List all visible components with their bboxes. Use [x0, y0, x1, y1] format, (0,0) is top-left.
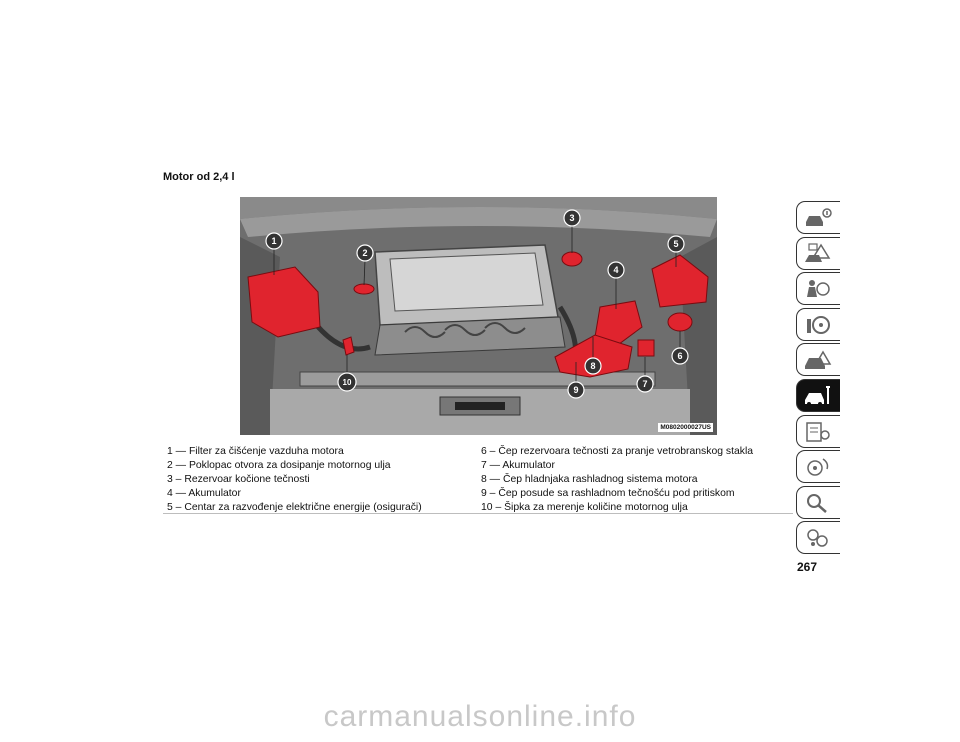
legend-left: 1 — Filter za čišćenje vazduha motora 2 … — [167, 445, 422, 515]
multimedia-icon — [807, 458, 829, 476]
tab-language[interactable] — [796, 521, 840, 555]
svg-text:4: 4 — [613, 265, 618, 275]
svg-text:2: 2 — [362, 248, 367, 258]
tab-maintenance[interactable] — [796, 414, 840, 448]
tab-service[interactable] — [796, 378, 840, 412]
callout-10: 10 — [337, 372, 357, 392]
legend-right: 6 – Čep rezervoara tečnosti za pranje ve… — [481, 445, 753, 515]
tab-safety[interactable] — [796, 272, 840, 306]
index-search-icon — [807, 493, 827, 513]
svg-text:3: 3 — [569, 213, 574, 223]
watermark: carmanualsonline.info — [323, 700, 637, 733]
chapter-tabs — [796, 201, 842, 557]
svg-text:10: 10 — [343, 378, 352, 387]
legend-item: 6 – Čep rezervoara tečnosti za pranje ve… — [481, 446, 754, 457]
tab-index[interactable] — [796, 485, 840, 519]
callout-9: 9 — [567, 381, 585, 399]
car-service-icon — [805, 385, 830, 406]
dipstick-highlight — [342, 336, 355, 356]
page-number: 267 — [797, 560, 818, 574]
language-icon — [807, 529, 828, 548]
tab-driving[interactable] — [796, 307, 840, 341]
coolant-highlight — [554, 334, 633, 378]
tab-emergency[interactable] — [796, 343, 840, 377]
svg-text:7: 7 — [642, 379, 647, 389]
svg-text:1: 1 — [271, 236, 276, 246]
emergency-icon — [805, 350, 832, 370]
callout-5: 5 — [667, 235, 685, 253]
callout-8: 8 — [584, 357, 602, 375]
figure-code: M0802000027US — [658, 423, 713, 432]
legend-divider — [163, 513, 793, 514]
tab-multimedia[interactable] — [796, 450, 840, 484]
steering-wheel-icon — [807, 315, 830, 334]
callout-4: 4 — [607, 261, 625, 279]
section-title: Motor od 2,4 l — [163, 171, 235, 183]
svg-text:9: 9 — [573, 385, 578, 395]
fuse-box-highlight — [651, 254, 709, 308]
svg-text:5: 5 — [673, 239, 678, 249]
car-info-icon — [806, 208, 832, 226]
tab-car-info[interactable] — [796, 201, 840, 234]
legend-item: 9 – Čep posude sa rashladnom tečnošću po… — [481, 488, 735, 499]
legend-item: 8 — Čep hladnjaka rashladnog sistema mot… — [481, 474, 698, 485]
engine-illustration — [240, 197, 717, 435]
legend-item: 2 — Poklopac otvora za dosipanje motorno… — [167, 460, 391, 471]
legend-item: 5 – Centar za razvođenje električne ener… — [167, 502, 422, 513]
safety-airbag-icon — [807, 280, 830, 298]
svg-text:6: 6 — [677, 351, 682, 361]
callout-6: 6 — [671, 347, 689, 365]
tab-warning-lights[interactable] — [796, 236, 840, 270]
legend-item: 10 – Šipka za merenje količine motornog … — [481, 502, 688, 513]
callout-2: 2 — [356, 244, 374, 262]
battery-highlight — [594, 300, 643, 348]
legend-item: 4 — Akumulator — [167, 488, 241, 499]
legend-item: 3 – Rezervoar kočione tečnosti — [167, 474, 310, 485]
air-filter-highlight — [247, 266, 321, 338]
battery-terminal-highlight — [637, 339, 655, 357]
legend-item: 7 — Akumulator — [481, 460, 555, 471]
callout-7: 7 — [636, 375, 654, 393]
callout-1: 1 — [265, 232, 283, 250]
engine-bay-figure: 1 2 3 4 5 6 7 8 9 10 M0802000027US — [240, 197, 717, 435]
legend-item: 1 — Filter za čišćenje vazduha motora — [167, 446, 344, 457]
warning-lights-icon — [805, 242, 831, 262]
maintenance-schedule-icon — [806, 421, 830, 442]
callout-3: 3 — [563, 209, 581, 227]
svg-text:8: 8 — [590, 361, 595, 371]
